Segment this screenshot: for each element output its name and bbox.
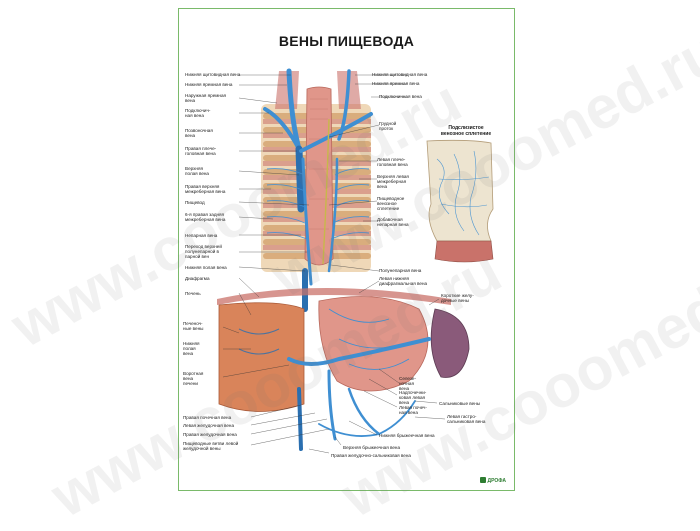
label-right-superior-mesenteric-vein: Верхняя брыжеечная вена bbox=[343, 445, 401, 450]
label-left-inferior-vena-cava: Нижняя полая вена bbox=[185, 265, 227, 270]
label-right-left-superior-intercostal-vein: Верхняя левая межреберная вена bbox=[377, 174, 409, 189]
label-left-left-gastric-vein: Левая желудочная вена bbox=[183, 423, 234, 428]
label-left-diaphragm: Диафрагма bbox=[185, 276, 210, 281]
label-left-vertebral-vein: Позвоночная вена bbox=[185, 128, 213, 138]
label-right-left-brachiocephalic-vein: Левая плече- головная вена bbox=[377, 157, 408, 167]
label-left-right-renal-vein: Правая почечная вена bbox=[183, 415, 232, 420]
publisher-logo: ДРОФА bbox=[479, 477, 506, 484]
label-left-esophagus: Пищевод bbox=[185, 200, 205, 205]
label-left-portal-vein: Воротная вена печени bbox=[183, 371, 204, 386]
label-left-ivc-lower: Нижняя полая вена bbox=[183, 341, 200, 356]
label-right-accessory-hemiazygos-vein: Добавочная непарная вена bbox=[377, 217, 409, 227]
label-right-left-renal-vein: Левая почеч- ная вена bbox=[399, 405, 427, 415]
label-left-6th-posterior-intercostal-vein: 6-я правая задняя межреберная вена bbox=[185, 212, 226, 222]
inset-submucous-plexus bbox=[426, 139, 494, 263]
inset-title: Подслизистое венозное сплетение bbox=[440, 125, 492, 137]
anatomy-poster: ВЕНЫ ПИЩЕВОДА bbox=[178, 8, 515, 491]
anatomy-illustration bbox=[217, 68, 494, 454]
poster-title: ВЕНЫ ПИЩЕВОДА bbox=[278, 33, 415, 49]
label-right-internal-jugular-vein: Нижняя яремная вена bbox=[372, 81, 420, 86]
portal-veins bbox=[287, 337, 431, 451]
intercostal-veins bbox=[266, 168, 370, 240]
label-left-azygos-vein: Непарная вена bbox=[185, 233, 218, 238]
esophagus bbox=[304, 86, 334, 266]
label-right-splenic-vein: Селезе- ночная вена bbox=[399, 376, 416, 391]
label-right-right-gastroepiploic-vein: Правая желудочно-сальниковая вена bbox=[331, 453, 411, 458]
label-left-right-gastric-vein: Правая желудочная вена bbox=[183, 432, 237, 437]
label-left-external-jugular-vein: Наружная яремная вена bbox=[185, 93, 226, 103]
veins bbox=[263, 68, 373, 312]
label-left-right-brachiocephalic-vein: Правая плече- головная вена bbox=[185, 146, 217, 156]
label-right-hemiazygos-vein: Полунепарная вена bbox=[379, 268, 422, 273]
leader-lines bbox=[222, 74, 446, 454]
label-left-hemiazygos-transition: Переход верхней полунепарной в парной ве… bbox=[185, 244, 222, 259]
label-right-thoracic-duct: Грудной проток bbox=[379, 121, 397, 131]
label-right-subclavian-vein: Подключичная вена bbox=[379, 94, 422, 99]
label-right-esophageal-venous-plexus: Пищеводное венозное сплетение bbox=[377, 196, 405, 211]
spleen bbox=[430, 308, 470, 378]
label-right-omental-veins: Сальниковые вены bbox=[439, 401, 481, 406]
label-right-left-suprarenal-vein: Надпочечни- ковая левая вена bbox=[399, 390, 427, 405]
thoracic-duct bbox=[322, 118, 330, 265]
label-left-subclavian-vein: Подключич- ная вена bbox=[185, 108, 211, 118]
label-left-inferior-thyroid-vein: Нижняя щитовидная вена bbox=[185, 72, 241, 77]
label-left-internal-jugular-vein: Нижняя яремная вена bbox=[185, 82, 233, 87]
label-left-esophageal-branches: Пищеводные ветви левой желудочной вены bbox=[183, 441, 239, 451]
label-left-liver: Печень bbox=[185, 291, 201, 296]
publisher-logo-icon bbox=[479, 477, 486, 483]
label-left-superior-vena-cava: Верхняя полая вена bbox=[185, 166, 209, 176]
liver bbox=[218, 302, 305, 412]
label-right-short-gastric-veins: Короткие желу- дочные вены bbox=[441, 293, 474, 303]
diaphragm bbox=[217, 288, 451, 305]
label-right-inferior-thyroid-vein: Нижняя щитовидная вена bbox=[372, 72, 428, 77]
label-left-right-superior-intercostal-vein: Правая верхняя межреберная вена bbox=[185, 184, 226, 194]
label-left-hepatic-veins: Печеноч- ные вены bbox=[183, 321, 204, 331]
label-right-inferior-mesenteric-vein: Нижняя брыжеечная вена bbox=[379, 433, 435, 438]
label-right-left-inferior-phrenic-vein: Левая нижняя диафрагмальная вена bbox=[379, 276, 428, 286]
label-right-left-gastroepiploic-vein: Левая гастро- сальниковая вена bbox=[447, 414, 486, 424]
